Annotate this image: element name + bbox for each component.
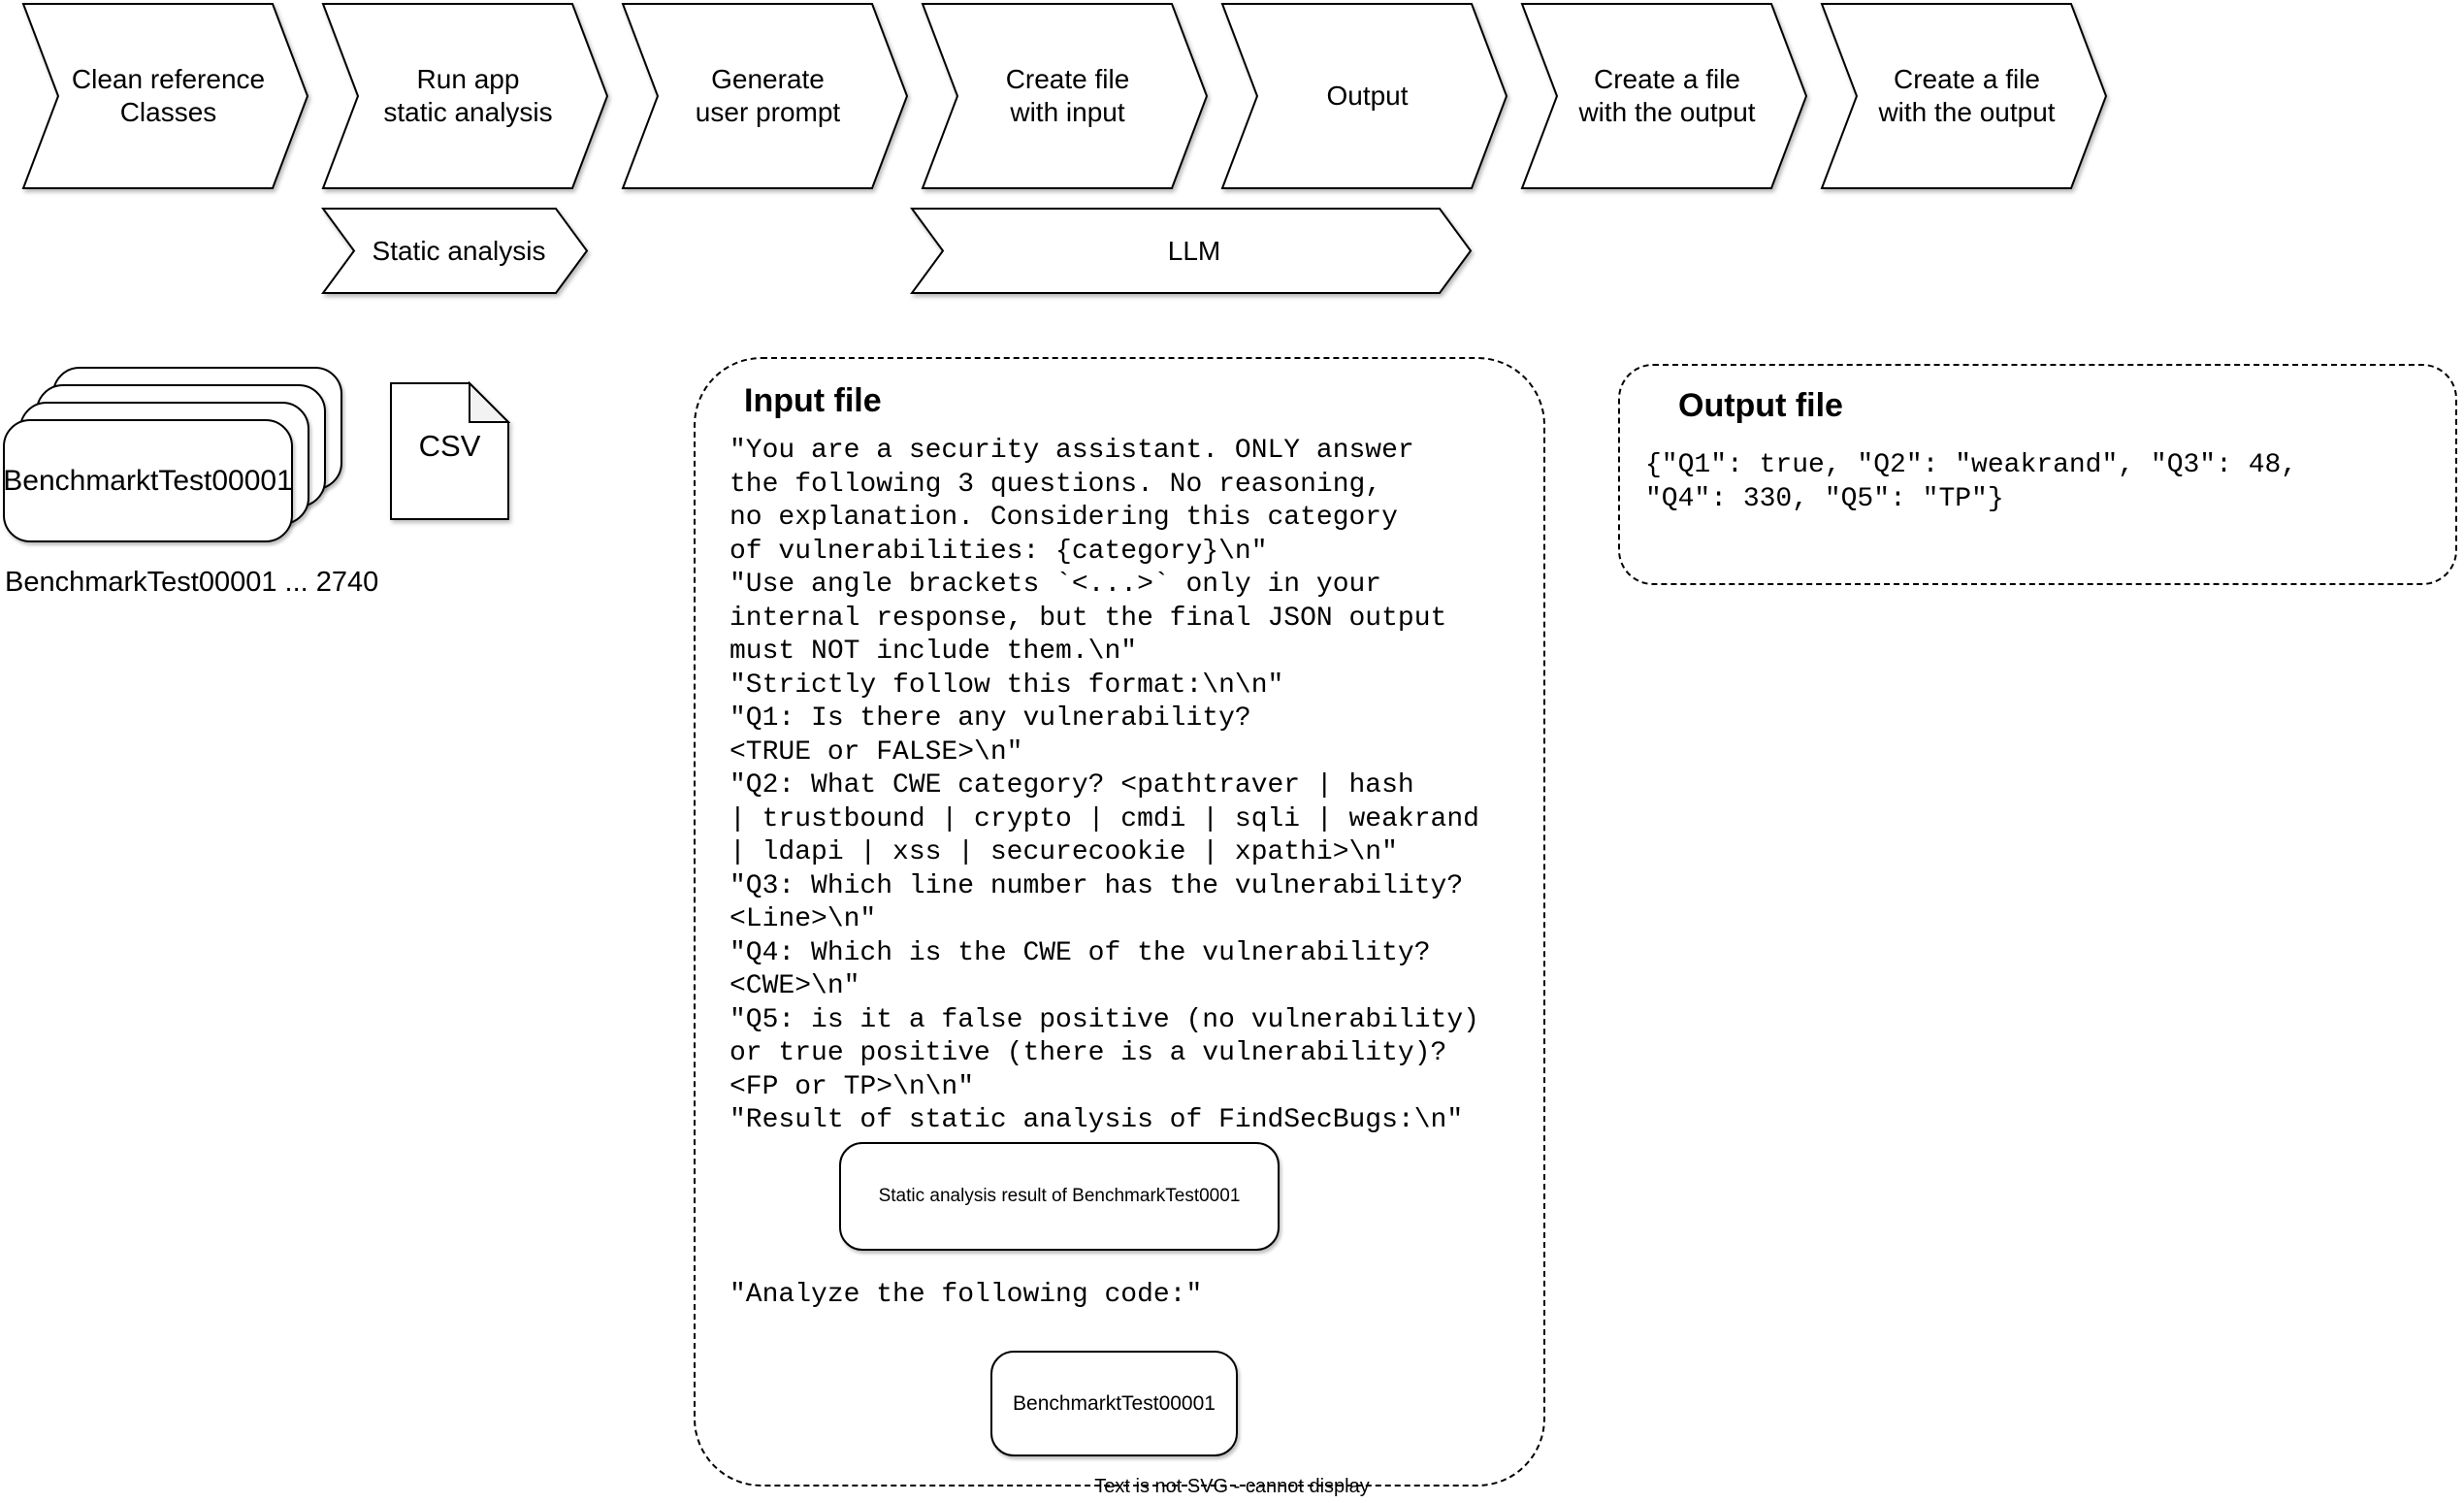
chevron-shape <box>321 3 609 189</box>
step-create-file-with-output-2: Create a file with the output <box>1820 3 2108 189</box>
input-file-title: Input file <box>744 382 882 419</box>
chevron-shape <box>21 3 309 189</box>
chevron-shape <box>1820 3 2108 189</box>
tool-static-analysis: Static analysis <box>321 208 589 294</box>
chevron-shape <box>921 3 1209 189</box>
chevron-shape <box>621 3 909 189</box>
tool-label: Static analysis <box>372 235 546 266</box>
step-run-app-static-analysis: Run app static analysis <box>321 3 609 189</box>
step-label: Create file with input <box>1005 64 1130 127</box>
static-analysis-result-label: Static analysis result of BenchmarkTest0… <box>878 1186 1241 1206</box>
benchmark-code-placeholder: BenchmarktTest00001 <box>990 1351 1238 1456</box>
step-clean-reference-classes: Clean reference Classes <box>21 3 309 189</box>
step-label: Output <box>1326 81 1409 111</box>
static-analysis-result-placeholder: Static analysis result of BenchmarkTest0… <box>839 1142 1280 1251</box>
tool-llm: LLM <box>910 208 1473 294</box>
step-label: Create a file with the output <box>1878 64 2056 127</box>
step-create-file-with-output-1: Create a file with the output <box>1520 3 1808 189</box>
prompt-text: "You are a security assistant. ONLY answ… <box>729 436 1479 1135</box>
step-label: Create a file with the output <box>1578 64 1756 127</box>
step-label: Run app static analysis <box>383 64 553 127</box>
csv-label: CSV <box>418 429 481 463</box>
output-file-box: Output file {"Q1": true, "Q2": "weakrand… <box>1618 364 2457 585</box>
tool-label: LLM <box>1167 235 1221 266</box>
analyze-code-line: "Analyze the following code:" <box>729 1280 1203 1310</box>
chevron-shape <box>910 208 1473 294</box>
svg-export-note: Text is not SVG - cannot display <box>1094 1476 1370 1497</box>
step-label: Generate user prompt <box>695 64 841 127</box>
benchmark-card-label: BenchmarktTest00001 <box>3 464 293 497</box>
csv-file-icon: CSV <box>390 380 511 520</box>
step-generate-user-prompt: Generate user prompt <box>621 3 909 189</box>
benchmark-card-front: BenchmarktTest00001 <box>3 419 293 542</box>
benchmark-code-label: BenchmarktTest00001 <box>1013 1391 1216 1415</box>
output-file-title: Output file <box>1678 387 1843 424</box>
step-label: Clean reference Classes <box>71 64 266 127</box>
benchmark-range-caption: BenchmarkTest00001 ... 2740 <box>5 567 379 598</box>
input-file-box: Input file "You are a security assistant… <box>694 357 1545 1487</box>
output-json-text: {"Q1": true, "Q2": "weakrand", "Q3": 48,… <box>1645 450 2298 514</box>
chevron-shape <box>321 208 589 294</box>
chevron-shape <box>1220 3 1508 189</box>
file-shape <box>390 380 511 520</box>
step-output: Output <box>1220 3 1508 189</box>
step-create-file-with-input: Create file with input <box>921 3 1209 189</box>
chevron-shape <box>1520 3 1808 189</box>
